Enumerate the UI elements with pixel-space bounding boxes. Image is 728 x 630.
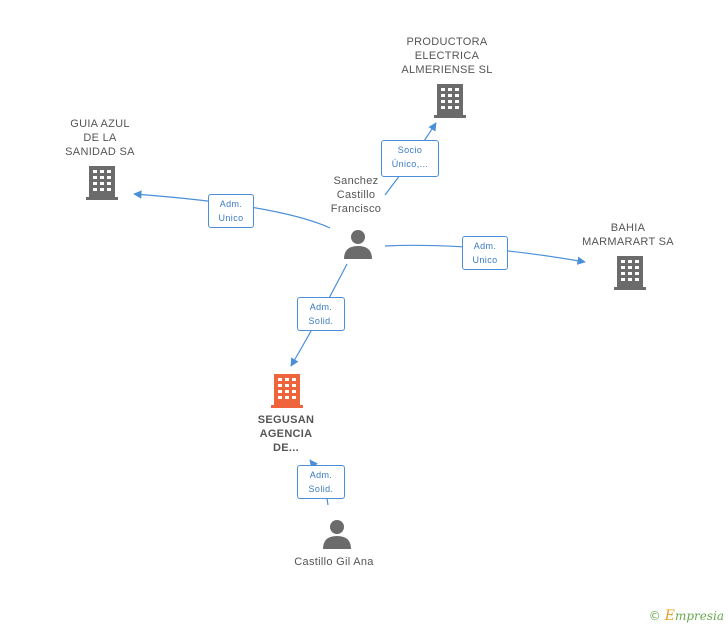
brand-rest: mpresia xyxy=(674,609,724,623)
relation-line1: Adm. xyxy=(219,199,243,209)
empresia-logo: ©Empresia xyxy=(649,608,724,624)
productora-label[interactable]: PRODUCTORA ELECTRICA ALMERIENSE SL xyxy=(401,36,493,76)
relation-line2: Solid. xyxy=(308,316,334,326)
bahia-label[interactable]: BAHIA MARMARART SA xyxy=(582,222,674,248)
person-icon[interactable] xyxy=(343,229,373,259)
guia-label[interactable]: GUIA AZUL DE LA SANIDAD SA xyxy=(65,118,135,158)
castillo-label[interactable]: Castillo Gil Ana xyxy=(294,556,374,568)
person-icon[interactable] xyxy=(322,519,352,549)
building-icon[interactable] xyxy=(86,166,118,200)
building-icon[interactable] xyxy=(614,256,646,290)
building-icon[interactable] xyxy=(271,374,303,408)
segusan-label[interactable]: SEGUSAN AGENCIA DE... xyxy=(257,414,315,454)
relation-line1: Socio xyxy=(397,145,423,155)
relation-castillo-box[interactable]: Adm. Solid. xyxy=(297,465,345,499)
relation-line1: Adm. xyxy=(309,302,333,312)
brand-first-letter: E xyxy=(664,608,675,624)
relation-bahia-box[interactable]: Adm. Unico xyxy=(462,236,508,270)
copyright-symbol: © xyxy=(648,609,661,623)
relation-guia-box[interactable]: Adm. Unico xyxy=(208,194,254,228)
relation-line2: Solid. xyxy=(308,484,334,494)
relation-line2: Único,... xyxy=(391,159,429,169)
relation-segusan-box[interactable]: Adm. Solid. xyxy=(297,297,345,331)
relation-line1: Adm. xyxy=(473,241,497,251)
relation-line1: Adm. xyxy=(309,470,333,480)
relation-line2: Unico xyxy=(218,213,244,223)
building-icon[interactable] xyxy=(434,84,466,118)
sanchez-label[interactable]: Sanchez Castillo Francisco xyxy=(330,175,382,215)
relation-socio-box[interactable]: Socio Único,... xyxy=(381,140,439,177)
edge-to-guia xyxy=(133,190,331,229)
relation-line2: Unico xyxy=(472,255,498,265)
